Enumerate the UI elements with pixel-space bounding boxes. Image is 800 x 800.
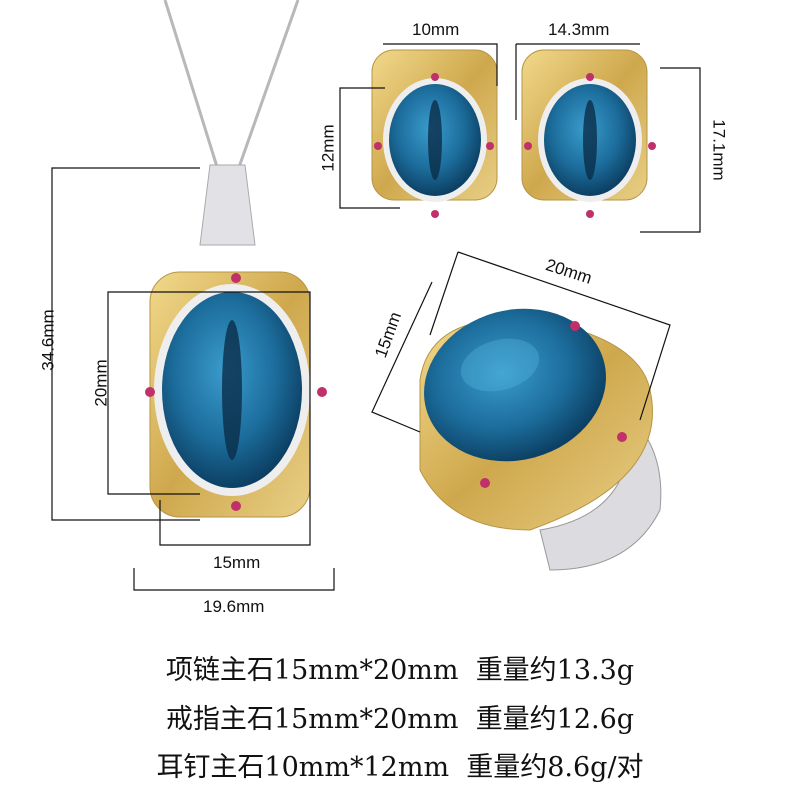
- spec-line-ring: 戒指主石15mm*20mm 重量约12.6g: [0, 697, 800, 736]
- ring: [419, 308, 662, 571]
- dimension-lines: [51, 43, 701, 591]
- earring-right: [521, 49, 656, 218]
- spec-weight: 重量约8.6g/对: [466, 752, 644, 783]
- necklace-stone-height-label: 20mm: [91, 359, 111, 407]
- earring-height-label: 17.1mm: [709, 119, 729, 181]
- necklace-chain: [163, 0, 300, 171]
- necklace-width-label: 19.6mm: [203, 597, 265, 616]
- spec-line-necklace: 项链主石15mm*20mm 重量约13.3g: [0, 648, 800, 687]
- necklace-pendant: [145, 164, 327, 518]
- earring-width-label: 14.3mm: [548, 20, 610, 39]
- spec-item: 戒指主石15mm*20mm: [165, 704, 459, 735]
- earring-stone-height-label: 12mm: [318, 124, 338, 172]
- spec-line-earrings: 耳钉主石10mm*12mm 重量约8.6g/对: [0, 745, 800, 784]
- earring-left: [371, 49, 498, 218]
- necklace-height-label: 34.6mm: [38, 309, 58, 371]
- spec-item: 耳钉主石10mm*12mm: [156, 752, 450, 783]
- spec-item: 项链主石15mm*20mm: [165, 655, 459, 686]
- earring-stone-width-label: 10mm: [412, 20, 460, 39]
- spec-weight: 重量约12.6g: [475, 704, 635, 735]
- spec-weight: 重量约13.3g: [475, 655, 635, 686]
- necklace-stone-width-label: 15mm: [213, 553, 261, 572]
